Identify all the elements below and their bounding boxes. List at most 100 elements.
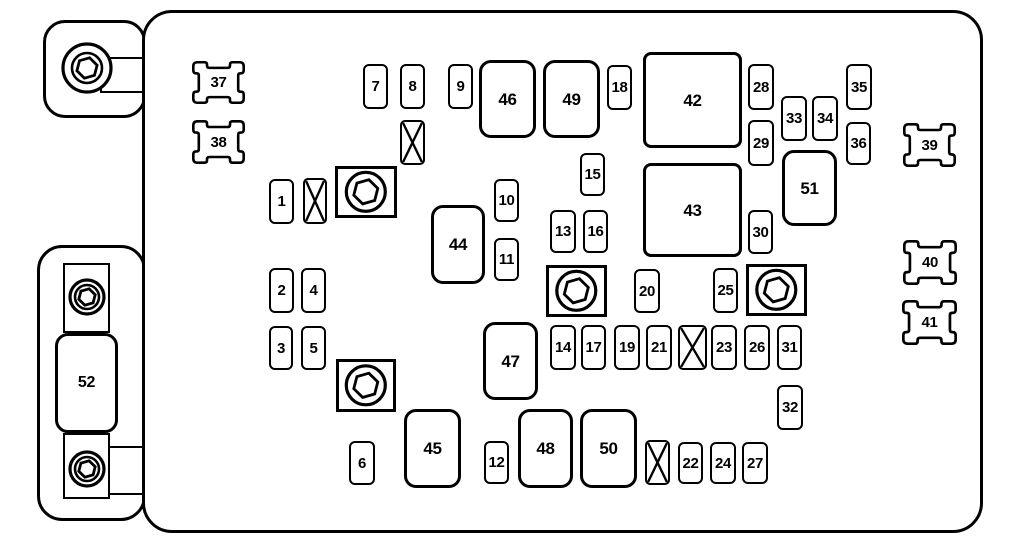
mount-bolt-icon: [59, 40, 115, 96]
mount-bolt-icon: [66, 448, 108, 490]
fuse-51: 51: [782, 150, 837, 226]
clip-label: 39: [921, 136, 938, 154]
fuse-label: 49: [562, 89, 581, 109]
fuse-43: 43: [643, 163, 742, 257]
fuse-label: 17: [585, 339, 602, 356]
fuse-22: 22: [678, 442, 703, 484]
fuse-label: 11: [498, 251, 515, 268]
x-mark-icon: [305, 180, 325, 222]
fuse-50: 50: [580, 409, 637, 488]
fuse-label: 35: [850, 78, 868, 96]
clip-label: 37: [210, 74, 227, 91]
fuse-6: 6: [349, 441, 375, 485]
fuse-clip-icon: [902, 300, 957, 345]
fuse-label: 23: [715, 339, 733, 356]
fuse-label: 4: [309, 282, 318, 299]
fuse-8: 8: [400, 64, 425, 109]
fuse-label: 28: [752, 78, 770, 96]
clip-label: 40: [921, 254, 939, 271]
clip-41: 41: [902, 300, 957, 345]
bolt-icon: [549, 268, 604, 314]
fuse-label: 5: [309, 339, 318, 357]
fuse-label: 30: [752, 223, 769, 241]
fuse-label: 7: [371, 78, 380, 95]
fuse-35: 35: [846, 64, 872, 110]
fuse-20: 20: [634, 269, 660, 313]
fuse-label: 12: [488, 454, 505, 471]
mount-bolt-icon: [66, 276, 108, 318]
fuse-14: 14: [550, 325, 576, 370]
fuse-label: 47: [501, 351, 520, 371]
fuse-21: 21: [646, 325, 672, 370]
fuse-label: 24: [714, 454, 732, 472]
fuse-label: 26: [748, 339, 766, 356]
bracket-tab: [108, 446, 146, 495]
fuse-label: 2: [277, 282, 286, 299]
fuse-42: 42: [643, 52, 742, 148]
fuse-label: 20: [638, 282, 656, 300]
fuse-label: 45: [423, 439, 442, 458]
bolt-icon: [338, 169, 394, 215]
fuse-clip-icon: [192, 61, 245, 104]
fuse-18: 18: [607, 65, 632, 110]
fuse-label: 51: [800, 178, 819, 198]
fuse-7: 7: [363, 64, 388, 109]
fuse-9: 9: [448, 64, 473, 109]
fuse-label: 31: [781, 339, 798, 356]
fuse-27: 27: [742, 442, 768, 484]
fuse-label: 36: [850, 135, 867, 152]
fuse-label: 14: [554, 339, 572, 356]
fuse-label: 10: [498, 192, 515, 209]
fuse-label: 44: [448, 235, 468, 254]
fuse-13: 13: [550, 210, 576, 253]
fuse-19: 19: [614, 325, 640, 370]
fuse-46: 46: [479, 60, 536, 138]
fuse-label: 16: [587, 223, 604, 240]
fuse-25: 25: [713, 268, 738, 313]
fuse-label: 27: [746, 454, 764, 472]
fuse-label: 9: [456, 78, 465, 95]
fuse-2: 2: [269, 268, 294, 313]
fuse-30: 30: [748, 210, 773, 254]
fuse-label: 15: [584, 166, 601, 183]
fuse-label: 3: [276, 339, 286, 357]
fuse-48: 48: [518, 409, 573, 488]
fuse-label: 6: [357, 454, 367, 472]
fuse-36: 36: [846, 122, 871, 165]
fuse-label: 18: [611, 79, 628, 96]
fuse-4: 4: [301, 268, 326, 313]
fuse-15: 15: [580, 153, 605, 196]
crossed-out-slot: [400, 120, 425, 165]
fuse-34: 34: [812, 96, 838, 141]
fuse-23: 23: [711, 325, 737, 370]
clip-38: 38: [192, 120, 245, 164]
fuse-label: 1: [277, 193, 286, 210]
fuse-label: 21: [650, 339, 668, 356]
fuse-31: 31: [777, 325, 802, 370]
fuse-clip-icon: [903, 240, 957, 285]
fuse-label: 42: [683, 90, 702, 110]
x-mark-icon: [647, 442, 668, 483]
clip-37: 37: [192, 61, 245, 104]
bolt-mount: [746, 264, 807, 316]
fuse-3: 3: [269, 326, 293, 370]
fuse-label: 34: [816, 110, 834, 127]
clip-label: 41: [921, 314, 938, 331]
fuse-12: 12: [484, 441, 509, 484]
fuse-label: 50: [599, 439, 618, 458]
fuse-label: 48: [536, 439, 555, 458]
fuse-16: 16: [583, 210, 608, 253]
fuse-label: 8: [408, 78, 417, 95]
fuse-44: 44: [431, 205, 485, 284]
fuse-label: 32: [781, 399, 799, 416]
x-mark-icon: [680, 327, 705, 368]
fuse-52: 52: [55, 333, 118, 433]
crossed-out-slot: [303, 178, 327, 224]
fuse-49: 49: [543, 60, 600, 138]
fuse-label: 52: [77, 374, 96, 391]
clip-40: 40: [903, 240, 957, 285]
fuse-10: 10: [494, 179, 519, 222]
fuse-label: 43: [683, 200, 702, 220]
fuse-label: 22: [682, 454, 699, 472]
